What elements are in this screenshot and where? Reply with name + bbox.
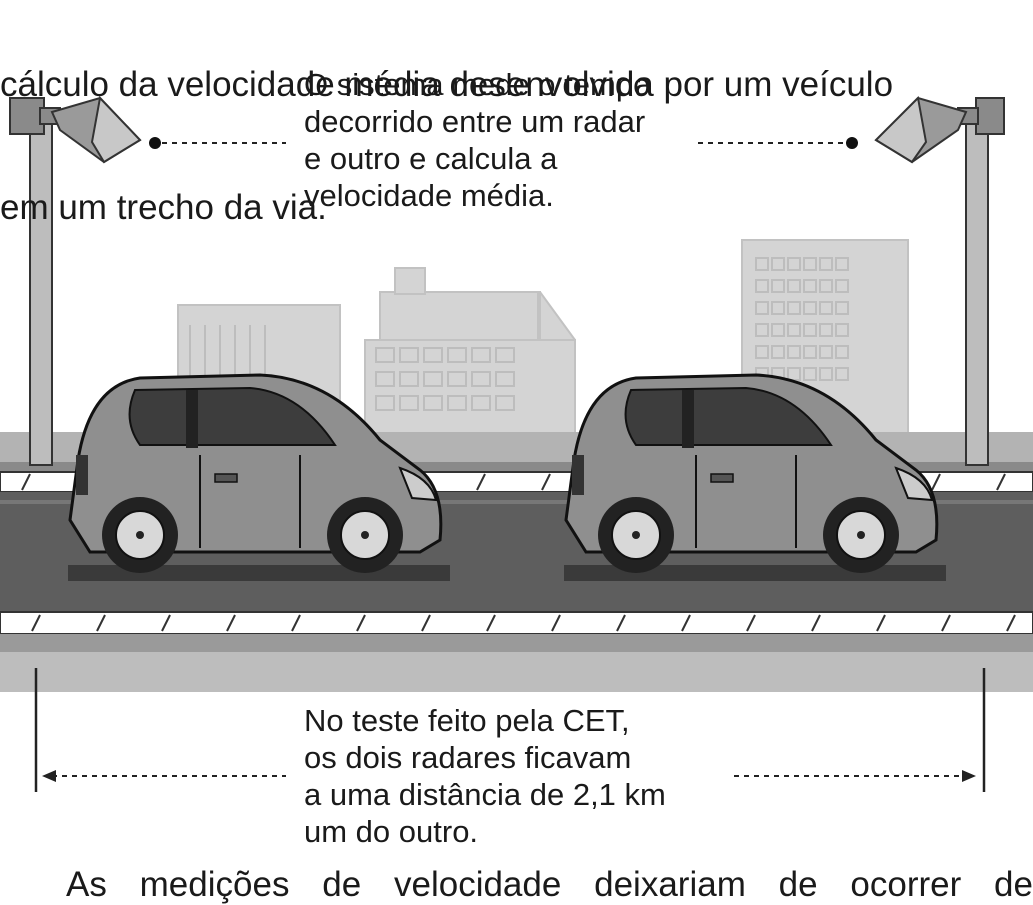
arrow-left-icon	[42, 770, 56, 782]
bottom-callout-line-2: os dois radares ficavam	[304, 740, 632, 775]
background-buildings	[177, 239, 909, 443]
lower-sidewalk	[0, 652, 1033, 692]
intro-line-1: cálculo da velocidade média desenvolvida…	[0, 65, 894, 104]
bottom-callout-line-1: No teste feito pela CET,	[304, 703, 630, 738]
bottom-callout: No teste feito pela CET, os dois radares…	[304, 702, 666, 850]
upper-curb	[0, 462, 1033, 472]
top-callout-line-2: decorrido entre um radar	[304, 104, 646, 139]
lower-curb	[0, 634, 1033, 652]
top-callout-connectors	[149, 137, 858, 149]
arrow-right-icon	[962, 770, 976, 782]
lower-guardrail-posts	[31, 614, 1016, 632]
right-radar-camera	[874, 95, 1005, 466]
left-radar-camera	[9, 95, 142, 466]
car-right	[564, 373, 946, 581]
top-callout: O sistema mede o tempo decorrido entre u…	[304, 66, 650, 214]
bottom-callout-line-4: um do outro.	[304, 814, 479, 849]
intro-text: cálculo da velocidade média desenvolvida…	[0, 0, 893, 269]
bottom-callout-line-3: a uma distância de 2,1 km	[304, 777, 666, 812]
car-left	[68, 373, 450, 581]
closing-line: As medições de velocidade deixariam de o…	[66, 865, 1033, 904]
top-callout-line-3: e outro e calcula a	[304, 141, 558, 176]
distance-indicator	[34, 668, 986, 792]
top-callout-line-1: O sistema mede o tempo	[304, 67, 651, 102]
intro-line-2: em um trecho da via.	[0, 188, 327, 227]
top-callout-line-4: velocidade média.	[304, 178, 554, 213]
